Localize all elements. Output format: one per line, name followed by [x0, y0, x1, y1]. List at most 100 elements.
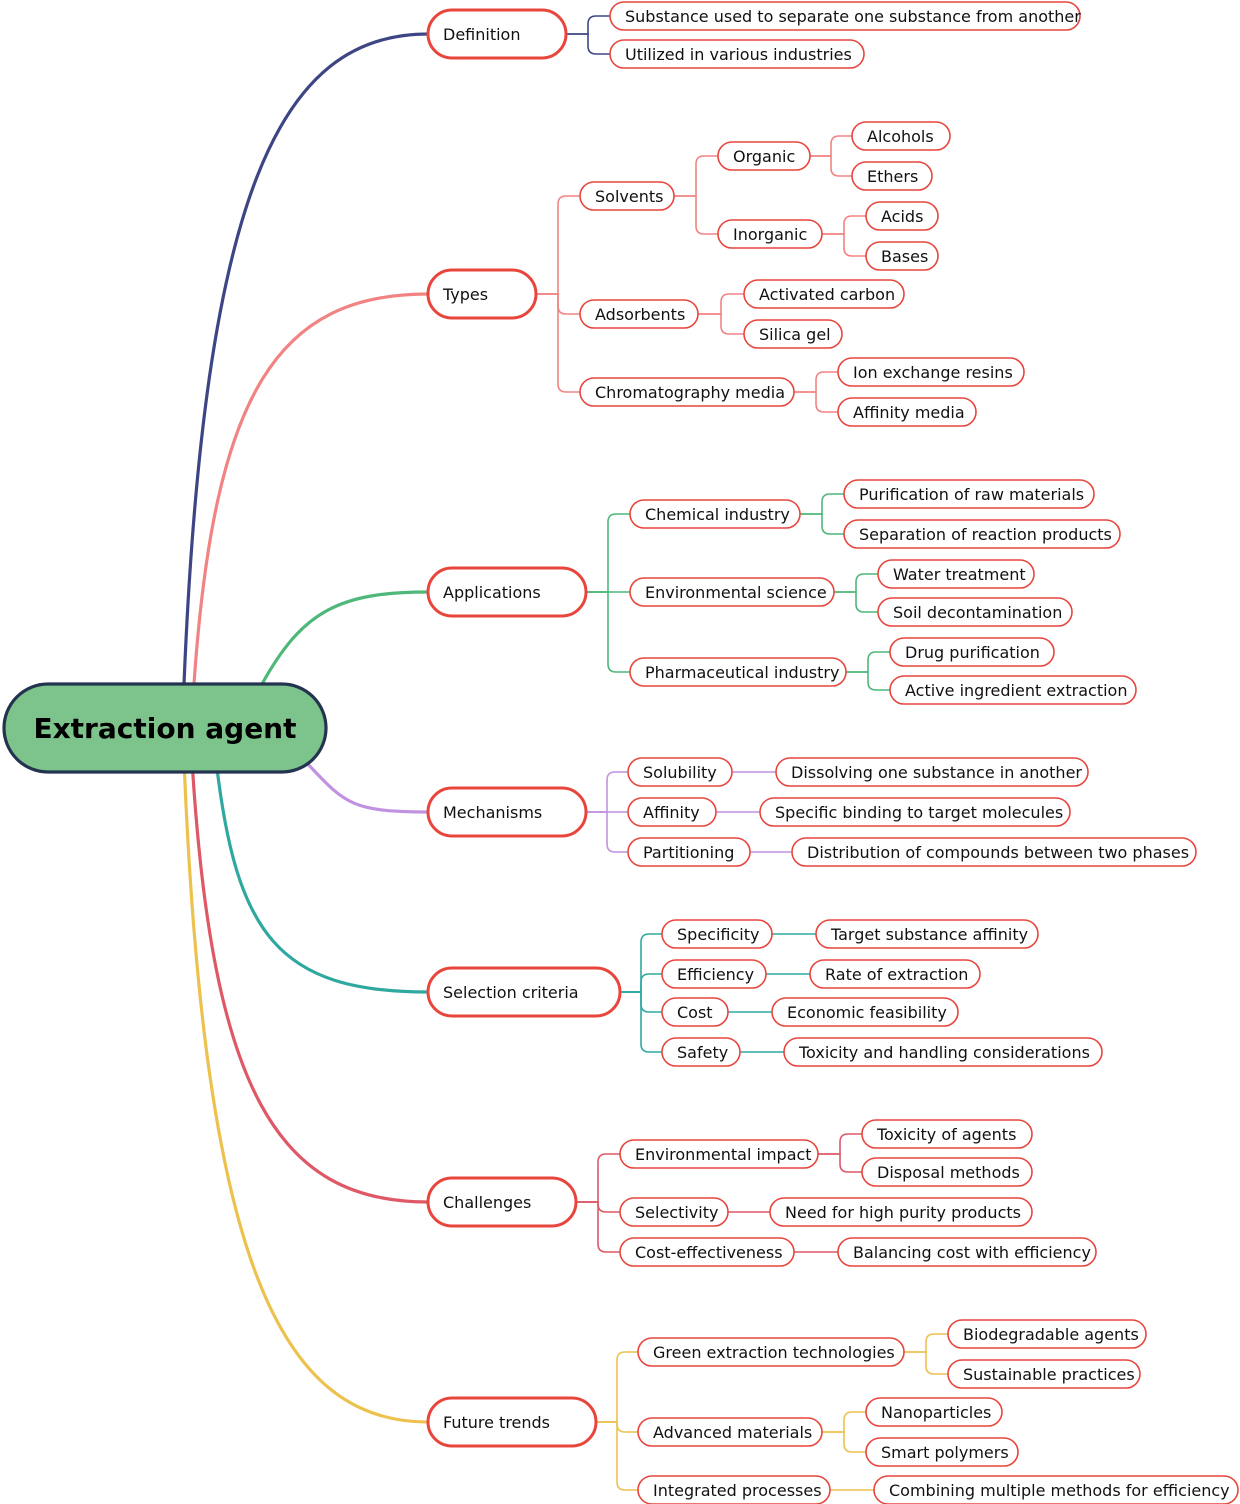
node-specific-binding-to-target-molecules[interactable]: Specific binding to target molecules — [759, 797, 1071, 827]
node-advanced-materials-label: Advanced materials — [653, 1423, 812, 1442]
node-ethers[interactable]: Ethers — [851, 161, 933, 191]
node-cost[interactable]: Cost — [661, 997, 729, 1027]
node-drug-purification[interactable]: Drug purification — [889, 637, 1055, 667]
branch-challenges[interactable]: Challenges — [426, 1176, 578, 1228]
node-distribution-of-compounds-between-two-phases[interactable]: Distribution of compounds between two ph… — [791, 837, 1197, 867]
branch-definition[interactable]: Definition — [426, 8, 568, 60]
node-balancing-cost-with-efficiency-label: Balancing cost with efficiency — [853, 1243, 1091, 1262]
node-efficiency-label: Efficiency — [677, 965, 754, 984]
node-partitioning[interactable]: Partitioning — [627, 837, 751, 867]
node-chromatography-media-box — [579, 377, 795, 407]
node-nanoparticles-box — [865, 1397, 1003, 1427]
branch-definition-label: Definition — [443, 25, 520, 44]
node-rate-of-extraction[interactable]: Rate of extraction — [809, 959, 981, 989]
node-environmental-impact-label: Environmental impact — [635, 1145, 812, 1164]
node-acids[interactable]: Acids — [865, 201, 939, 231]
node-integrated-processes[interactable]: Integrated processes — [637, 1475, 831, 1504]
node-soil-decontamination-box — [877, 597, 1073, 627]
node-safety-box — [661, 1037, 741, 1067]
node-soil-decontamination[interactable]: Soil decontamination — [877, 597, 1073, 627]
branch-types-label: Types — [442, 285, 488, 304]
node-toxicity-and-handling-considerations-label: Toxicity and handling considerations — [798, 1043, 1090, 1062]
node-utilized-in-various-industries-box — [609, 39, 865, 69]
node-efficiency[interactable]: Efficiency — [661, 959, 767, 989]
node-biodegradable-agents[interactable]: Biodegradable agents — [947, 1319, 1147, 1349]
node-utilized-in-various-industries-label: Utilized in various industries — [625, 45, 852, 64]
connector-organic — [674, 155, 718, 197]
node-combining-multiple-methods-for-efficiency[interactable]: Combining multiple methods for efficienc… — [873, 1475, 1239, 1504]
connector-affinity-media — [794, 391, 838, 413]
node-substance-used-to-separate-one-substance-from-another-label: Substance used to separate one substance… — [625, 7, 1081, 26]
node-need-for-high-purity-products[interactable]: Need for high purity products — [769, 1197, 1033, 1227]
node-green-extraction-technologies[interactable]: Green extraction technologies — [637, 1337, 905, 1367]
node-specificity[interactable]: Specificity — [661, 919, 773, 949]
node-smart-polymers[interactable]: Smart polymers — [865, 1437, 1019, 1467]
node-organic[interactable]: Organic — [717, 141, 811, 171]
node-solubility[interactable]: Solubility — [627, 757, 733, 787]
node-substance-used-to-separate-one-substance-from-another[interactable]: Substance used to separate one substance… — [609, 1, 1081, 31]
node-distribution-of-compounds-between-two-phases-box — [791, 837, 1197, 867]
branch-selection-criteria[interactable]: Selection criteria — [426, 966, 622, 1018]
node-chemical-industry[interactable]: Chemical industry — [629, 499, 801, 529]
branch-types[interactable]: Types — [426, 268, 538, 320]
node-integrated-processes-box — [637, 1475, 831, 1504]
connector-environmental-impact — [576, 1153, 620, 1203]
node-target-substance-affinity[interactable]: Target substance affinity — [815, 919, 1039, 949]
node-affinity-media-box — [837, 397, 977, 427]
branch-future-trends[interactable]: Future trends — [426, 1396, 598, 1448]
node-dissolving-one-substance-in-another[interactable]: Dissolving one substance in another — [775, 757, 1089, 787]
node-ethers-box — [851, 161, 933, 191]
node-active-ingredient-extraction[interactable]: Active ingredient extraction — [889, 675, 1137, 705]
connector-safety — [620, 991, 662, 1053]
node-smart-polymers-box — [865, 1437, 1019, 1467]
node-nanoparticles-label: Nanoparticles — [881, 1403, 991, 1422]
node-pharmaceutical-industry[interactable]: Pharmaceutical industry — [629, 657, 847, 687]
connector-drug-purification — [846, 651, 890, 673]
node-advanced-materials[interactable]: Advanced materials — [637, 1417, 823, 1447]
node-sustainable-practices[interactable]: Sustainable practices — [947, 1359, 1141, 1389]
node-bases[interactable]: Bases — [865, 241, 939, 271]
node-integrated-processes-label: Integrated processes — [653, 1481, 822, 1500]
node-environmental-impact[interactable]: Environmental impact — [619, 1139, 819, 1169]
node-cost-effectiveness[interactable]: Cost-effectiveness — [619, 1237, 795, 1267]
node-toxicity-of-agents[interactable]: Toxicity of agents — [861, 1119, 1033, 1149]
node-rate-of-extraction-box — [809, 959, 981, 989]
branch-applications[interactable]: Applications — [426, 566, 588, 618]
node-inorganic[interactable]: Inorganic — [717, 219, 823, 249]
node-alcohols[interactable]: Alcohols — [851, 121, 951, 151]
root-node[interactable]: Extraction agent — [2, 682, 328, 774]
node-ion-exchange-resins[interactable]: Ion exchange resins — [837, 357, 1025, 387]
branch-mechanisms[interactable]: Mechanisms — [426, 786, 588, 838]
node-chromatography-media[interactable]: Chromatography media — [579, 377, 795, 407]
connector-purification-of-raw-materials — [800, 493, 844, 515]
node-toxicity-of-agents-label: Toxicity of agents — [876, 1125, 1016, 1144]
node-balancing-cost-with-efficiency[interactable]: Balancing cost with efficiency — [837, 1237, 1097, 1267]
node-water-treatment[interactable]: Water treatment — [877, 559, 1035, 589]
node-nanoparticles[interactable]: Nanoparticles — [865, 1397, 1003, 1427]
node-safety[interactable]: Safety — [661, 1037, 741, 1067]
node-silica-gel[interactable]: Silica gel — [743, 319, 843, 349]
node-environmental-science[interactable]: Environmental science — [629, 577, 835, 607]
node-utilized-in-various-industries[interactable]: Utilized in various industries — [609, 39, 865, 69]
node-affinity[interactable]: Affinity — [627, 797, 717, 827]
node-adsorbents[interactable]: Adsorbents — [579, 299, 699, 329]
node-water-treatment-label: Water treatment — [893, 565, 1026, 584]
node-cost-effectiveness-box — [619, 1237, 795, 1267]
node-disposal-methods[interactable]: Disposal methods — [861, 1157, 1033, 1187]
node-purification-of-raw-materials[interactable]: Purification of raw materials — [843, 479, 1095, 509]
node-solvents[interactable]: Solvents — [579, 181, 675, 211]
node-economic-feasibility[interactable]: Economic feasibility — [771, 997, 959, 1027]
node-selectivity[interactable]: Selectivity — [619, 1197, 729, 1227]
branch-challenges-box — [426, 1176, 578, 1228]
node-advanced-materials-box — [637, 1417, 823, 1447]
node-safety-label: Safety — [677, 1043, 728, 1062]
node-affinity-media[interactable]: Affinity media — [837, 397, 977, 427]
node-sustainable-practices-label: Sustainable practices — [963, 1365, 1135, 1384]
node-separation-of-reaction-products[interactable]: Separation of reaction products — [843, 519, 1121, 549]
node-toxicity-and-handling-considerations[interactable]: Toxicity and handling considerations — [783, 1037, 1103, 1067]
node-target-substance-affinity-box — [815, 919, 1039, 949]
connector-specificity — [620, 933, 662, 993]
node-activated-carbon[interactable]: Activated carbon — [743, 279, 905, 309]
root-box — [2, 682, 328, 774]
